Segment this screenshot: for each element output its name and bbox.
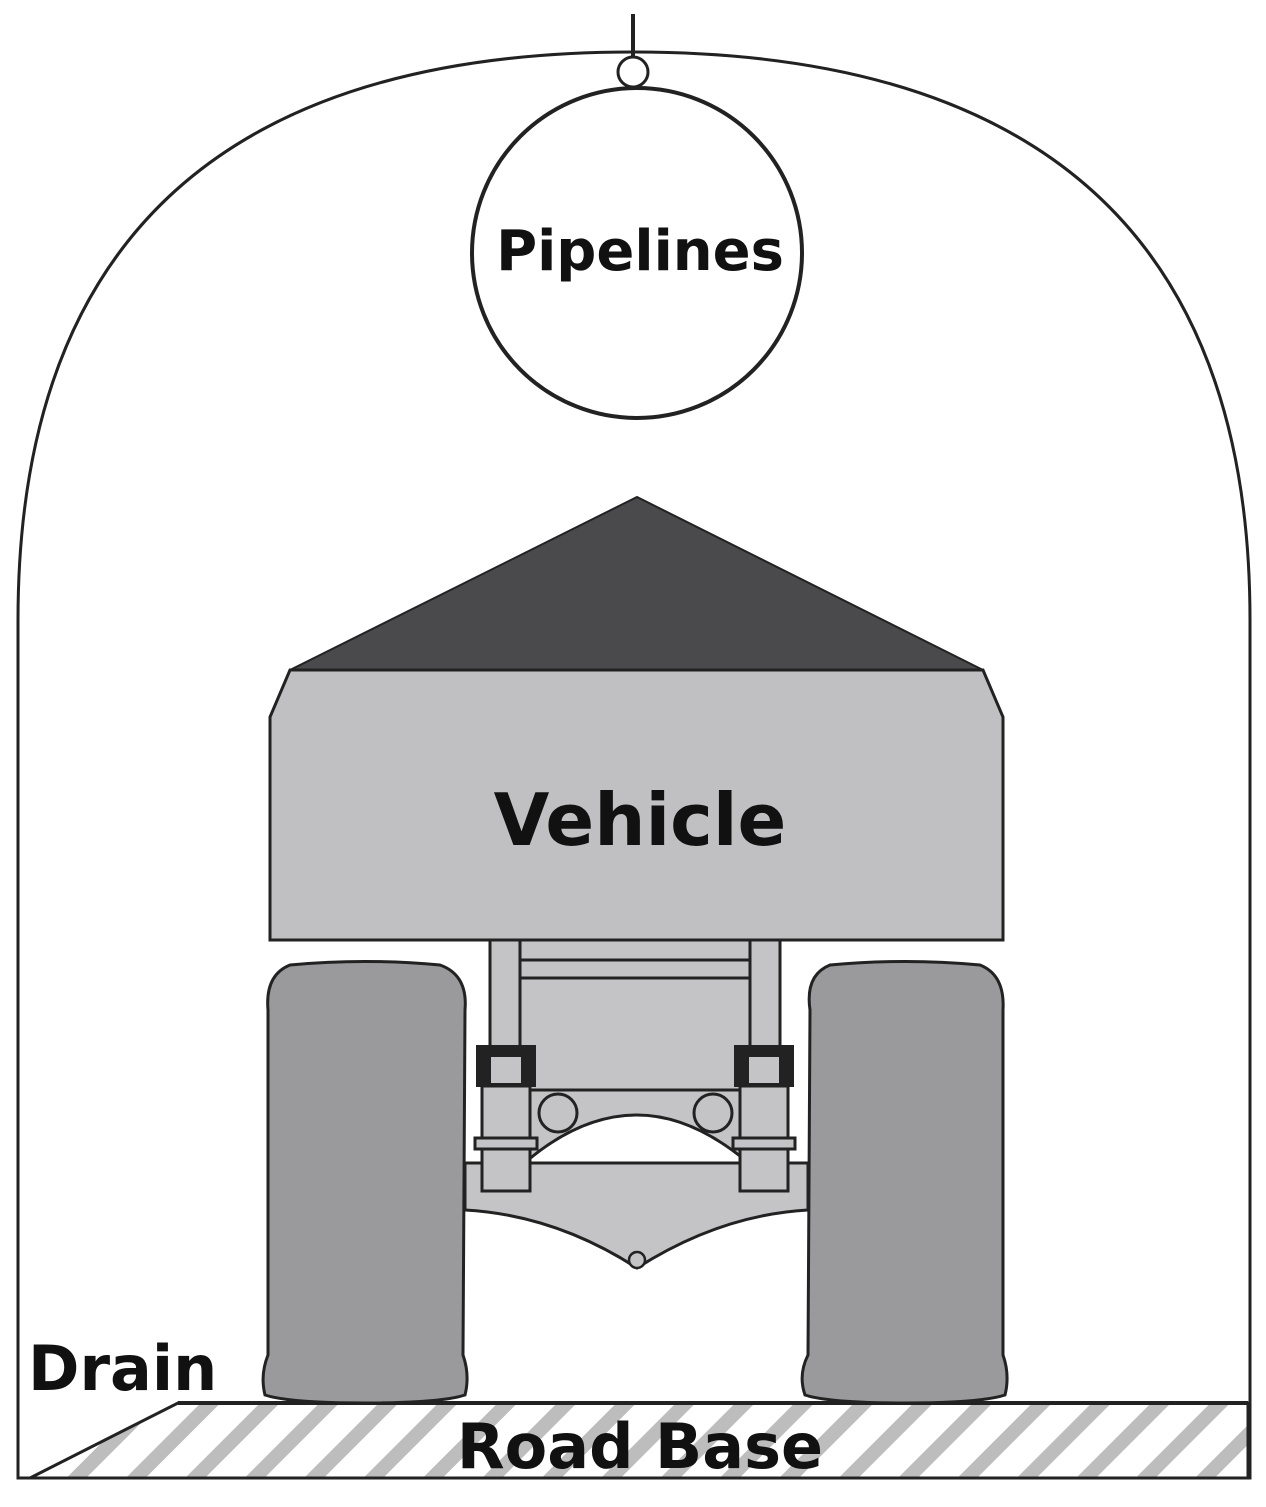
right-tire [800, 960, 1009, 1405]
right-shock-clamp-inner [747, 1055, 781, 1085]
axle-drain-plug [627, 1250, 647, 1270]
left-shock-clamp-inner [489, 1055, 523, 1085]
left-bolt [537, 1092, 579, 1134]
left-frame-rail [488, 933, 522, 1057]
road-base-label: Road Base [457, 1410, 823, 1483]
vehicle-label: Vehicle [494, 778, 787, 862]
right-bolt [692, 1092, 734, 1134]
left-shock-band [473, 1136, 539, 1151]
vehicle-body [268, 668, 1005, 942]
pipeline-hanger-ring [616, 55, 650, 89]
right-shock-band [731, 1136, 797, 1151]
pipeline-circle [470, 86, 804, 420]
right-frame-rail [748, 933, 782, 1057]
differential [526, 1088, 747, 1164]
left-tire [261, 960, 469, 1405]
drain-label: Drain [28, 1332, 217, 1405]
pipelines-label: Pipelines [496, 219, 784, 284]
